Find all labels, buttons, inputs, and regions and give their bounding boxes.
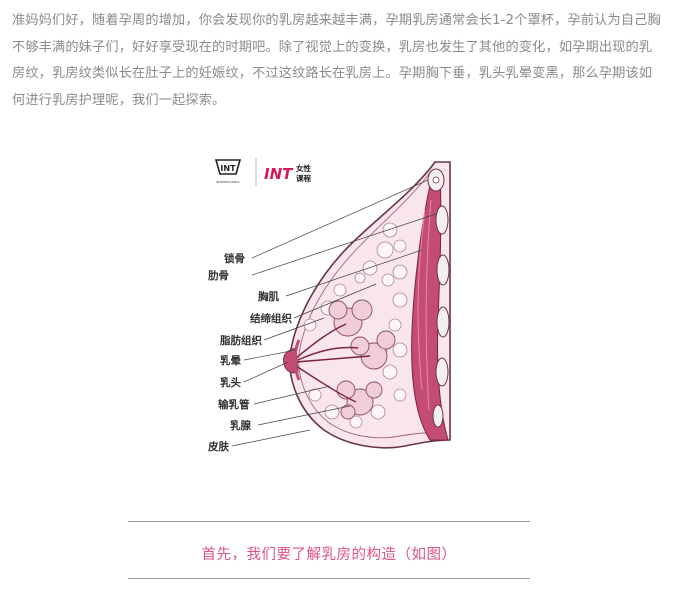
logo-left-text: INT [220, 164, 236, 173]
logo-left-small-text: INTERNATIONAL [216, 180, 240, 184]
leader-lines [231, 179, 437, 447]
label-pectoral-muscle: 胸肌 [258, 290, 279, 303]
anatomy-illustration: INT INTERNATIONAL INT 女性 课程 [207, 158, 451, 453]
label-connective-tissue: 结缔组织 [250, 312, 292, 325]
caption-bottom-divider [128, 578, 530, 579]
label-fat-tissue: 脂肪组织 [219, 334, 262, 347]
logo-right-sub1: 女性 [296, 163, 311, 173]
logo-right-sub2: 课程 [296, 174, 311, 183]
logo-right-text: INT [264, 165, 294, 183]
intro-paragraph: 准妈妈们好，随着孕周的增加，你会发现你的乳房越来越丰满，孕期乳房通常会长1-2个… [12, 13, 661, 108]
logo-left: INT INTERNATIONAL [214, 159, 242, 184]
logo-right: INT 女性 课程 [264, 163, 311, 183]
ribs [427, 168, 450, 428]
label-mammary-gland: 乳腺 [230, 419, 251, 432]
label-ribs: 肋骨 [208, 269, 229, 282]
fat-tissue [303, 222, 408, 429]
breast-anatomy-figure: INT INTERNATIONAL INT 女性 课程 [200, 150, 460, 462]
label-milk-duct: 输乳管 [218, 398, 250, 411]
areola [293, 339, 301, 381]
label-areola: 乳晕 [220, 354, 241, 367]
caption-top-divider [128, 521, 530, 522]
label-skin: 皮肤 [207, 440, 229, 453]
section-caption: 首先，我们要了解乳房的构造（如图） [201, 547, 457, 563]
label-nipple: 乳头 [220, 376, 241, 389]
milk-ducts [295, 323, 371, 403]
label-clavicle: 锁骨 [224, 252, 245, 265]
